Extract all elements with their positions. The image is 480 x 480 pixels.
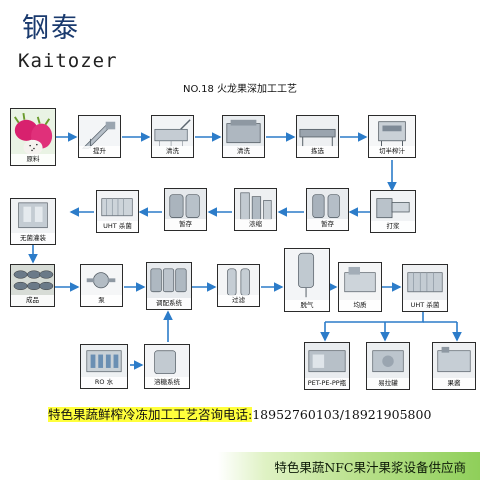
node-blend-system: 调配系统 bbox=[146, 262, 192, 310]
node-label: UHT 杀菌 bbox=[97, 221, 138, 232]
node-label: RO 水 bbox=[81, 377, 127, 388]
logo-chinese: 钢泰 bbox=[22, 13, 80, 44]
node-pump: 泵 bbox=[80, 264, 123, 307]
node-label: 易拉罐 bbox=[367, 378, 409, 389]
node-label: 均质 bbox=[339, 300, 381, 311]
node-label: 泵 bbox=[81, 295, 122, 306]
node-label: 调配系统 bbox=[147, 298, 191, 309]
node-label: 无菌灌装 bbox=[11, 233, 55, 244]
node-homogenize: 均质 bbox=[338, 262, 382, 312]
node-raw-material: 原料 bbox=[10, 108, 56, 166]
node-cut-juice: 切半榨汁 bbox=[368, 115, 416, 158]
node-label: 浓缩 bbox=[235, 219, 276, 230]
node-store-2: 暂存 bbox=[306, 188, 349, 231]
node-label: 清洗 bbox=[223, 146, 264, 157]
node-label: 溶糖系统 bbox=[145, 377, 189, 388]
node-pet-bottle: PET-PE-PP瓶 bbox=[304, 342, 350, 390]
node-sugar-system: 溶糖系统 bbox=[144, 344, 190, 389]
contact-label: 特色果蔬鲜榨冷冻加工工艺咨询电话: bbox=[48, 407, 253, 422]
node-label: 过滤 bbox=[218, 295, 259, 306]
node-wash-1: 清洗 bbox=[151, 115, 194, 158]
node-filter: 过滤 bbox=[217, 264, 260, 307]
node-pulp: 打浆 bbox=[370, 190, 416, 233]
node-label: 拣选 bbox=[297, 146, 338, 157]
node-lift: 提升 bbox=[78, 115, 121, 158]
node-wash-2: 清洗 bbox=[222, 115, 265, 158]
node-label: 成品 bbox=[11, 295, 54, 306]
node-label: 打浆 bbox=[371, 221, 415, 232]
node-label: 脱气 bbox=[285, 300, 329, 311]
node-concentrate: 浓缩 bbox=[234, 188, 277, 231]
node-ro-water: RO 水 bbox=[80, 344, 128, 389]
node-uht-2: UHT 杀菌 bbox=[402, 264, 448, 312]
node-can: 易拉罐 bbox=[366, 342, 410, 390]
contact-phone[interactable]: 18952760103/18921905800 bbox=[252, 407, 432, 422]
logo-english: Kaitozer bbox=[18, 50, 118, 72]
diagram-title: NO.18 火龙果深加工工艺 bbox=[182, 84, 298, 95]
node-product: 成品 bbox=[10, 264, 55, 307]
node-deaerate: 脱气 bbox=[284, 248, 330, 312]
banner-text: 特色果蔬NFC果汁果浆设备供应商 bbox=[274, 460, 466, 475]
node-uht-1: UHT 杀菌 bbox=[96, 190, 139, 233]
supplier-banner: 特色果蔬NFC果汁果浆设备供应商 bbox=[218, 452, 480, 480]
node-label: 暂存 bbox=[165, 219, 206, 230]
node-label: UHT 杀菌 bbox=[403, 300, 447, 311]
node-label: 切半榨汁 bbox=[369, 146, 415, 157]
contact-line: 特色果蔬鲜榨冷冻加工工艺咨询电话:18952760103/18921905800 bbox=[48, 404, 431, 423]
node-label: 提升 bbox=[79, 146, 120, 157]
node-label: 果酱 bbox=[433, 378, 475, 389]
node-jam: 果酱 bbox=[432, 342, 476, 390]
node-label: 原料 bbox=[11, 154, 55, 165]
node-label: PET-PE-PP瓶 bbox=[305, 378, 349, 389]
node-label: 清洗 bbox=[152, 146, 193, 157]
node-store-1: 暂存 bbox=[164, 188, 207, 231]
node-label: 暂存 bbox=[307, 219, 348, 230]
node-pick: 拣选 bbox=[296, 115, 339, 158]
node-aseptic-filling: 无菌灌装 bbox=[10, 198, 56, 245]
